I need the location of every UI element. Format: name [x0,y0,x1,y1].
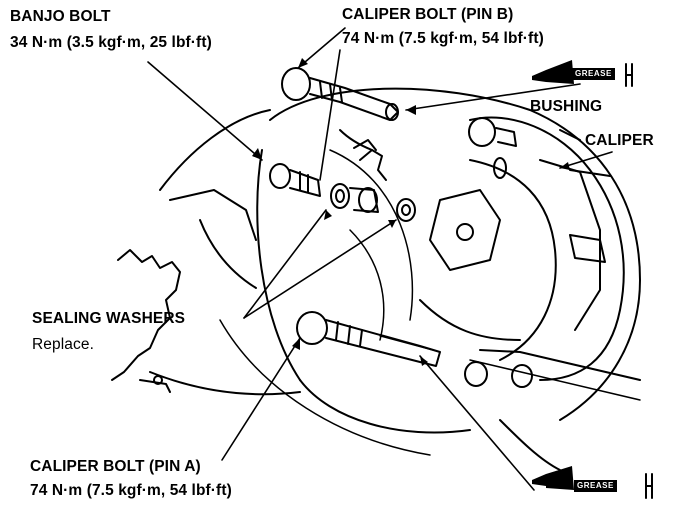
lower-shield [469,349,641,471]
banjo-bolt-torque: 34 N·m (3.5 kgf·m, 25 lbf·ft) [10,34,212,51]
caliper-bolt-pin-b-torque: 74 N·m (7.5 kgf·m, 54 lbf·ft) [342,30,544,47]
caliper-fittings [464,117,533,388]
brake-rotor [219,87,641,456]
sealing-washers-note: Replace. [32,336,94,353]
caliper-bolt-pin-a-title: CALIPER BOLT (PIN A) [30,458,201,475]
caliper-label: CALIPER [585,132,654,149]
steering-knuckle [111,109,301,396]
caliper-bolt-pin-a [296,311,441,367]
bushing-label: BUSHING [530,98,603,115]
caliper-body [419,116,625,381]
caliper-bolt-pin-b [281,67,399,121]
caliper-bolt-pin-a-torque: 74 N·m (7.5 kgf·m, 54 lbf·ft) [30,482,232,499]
caliper-bolt-pin-b-title: CALIPER BOLT (PIN B) [342,6,514,23]
grease-tube-top-icon [532,60,633,87]
banjo-bolt-title: BANJO BOLT [10,8,111,25]
sealing-washers-title: SEALING WASHERS [32,310,186,327]
grease-tube-bottom-icon [532,466,653,499]
banjo-bolt-assembly [269,129,416,222]
grease-tag-top: GREASE [572,68,615,80]
grease-tag-bottom: GREASE [574,480,617,492]
leader-lines [147,27,613,491]
